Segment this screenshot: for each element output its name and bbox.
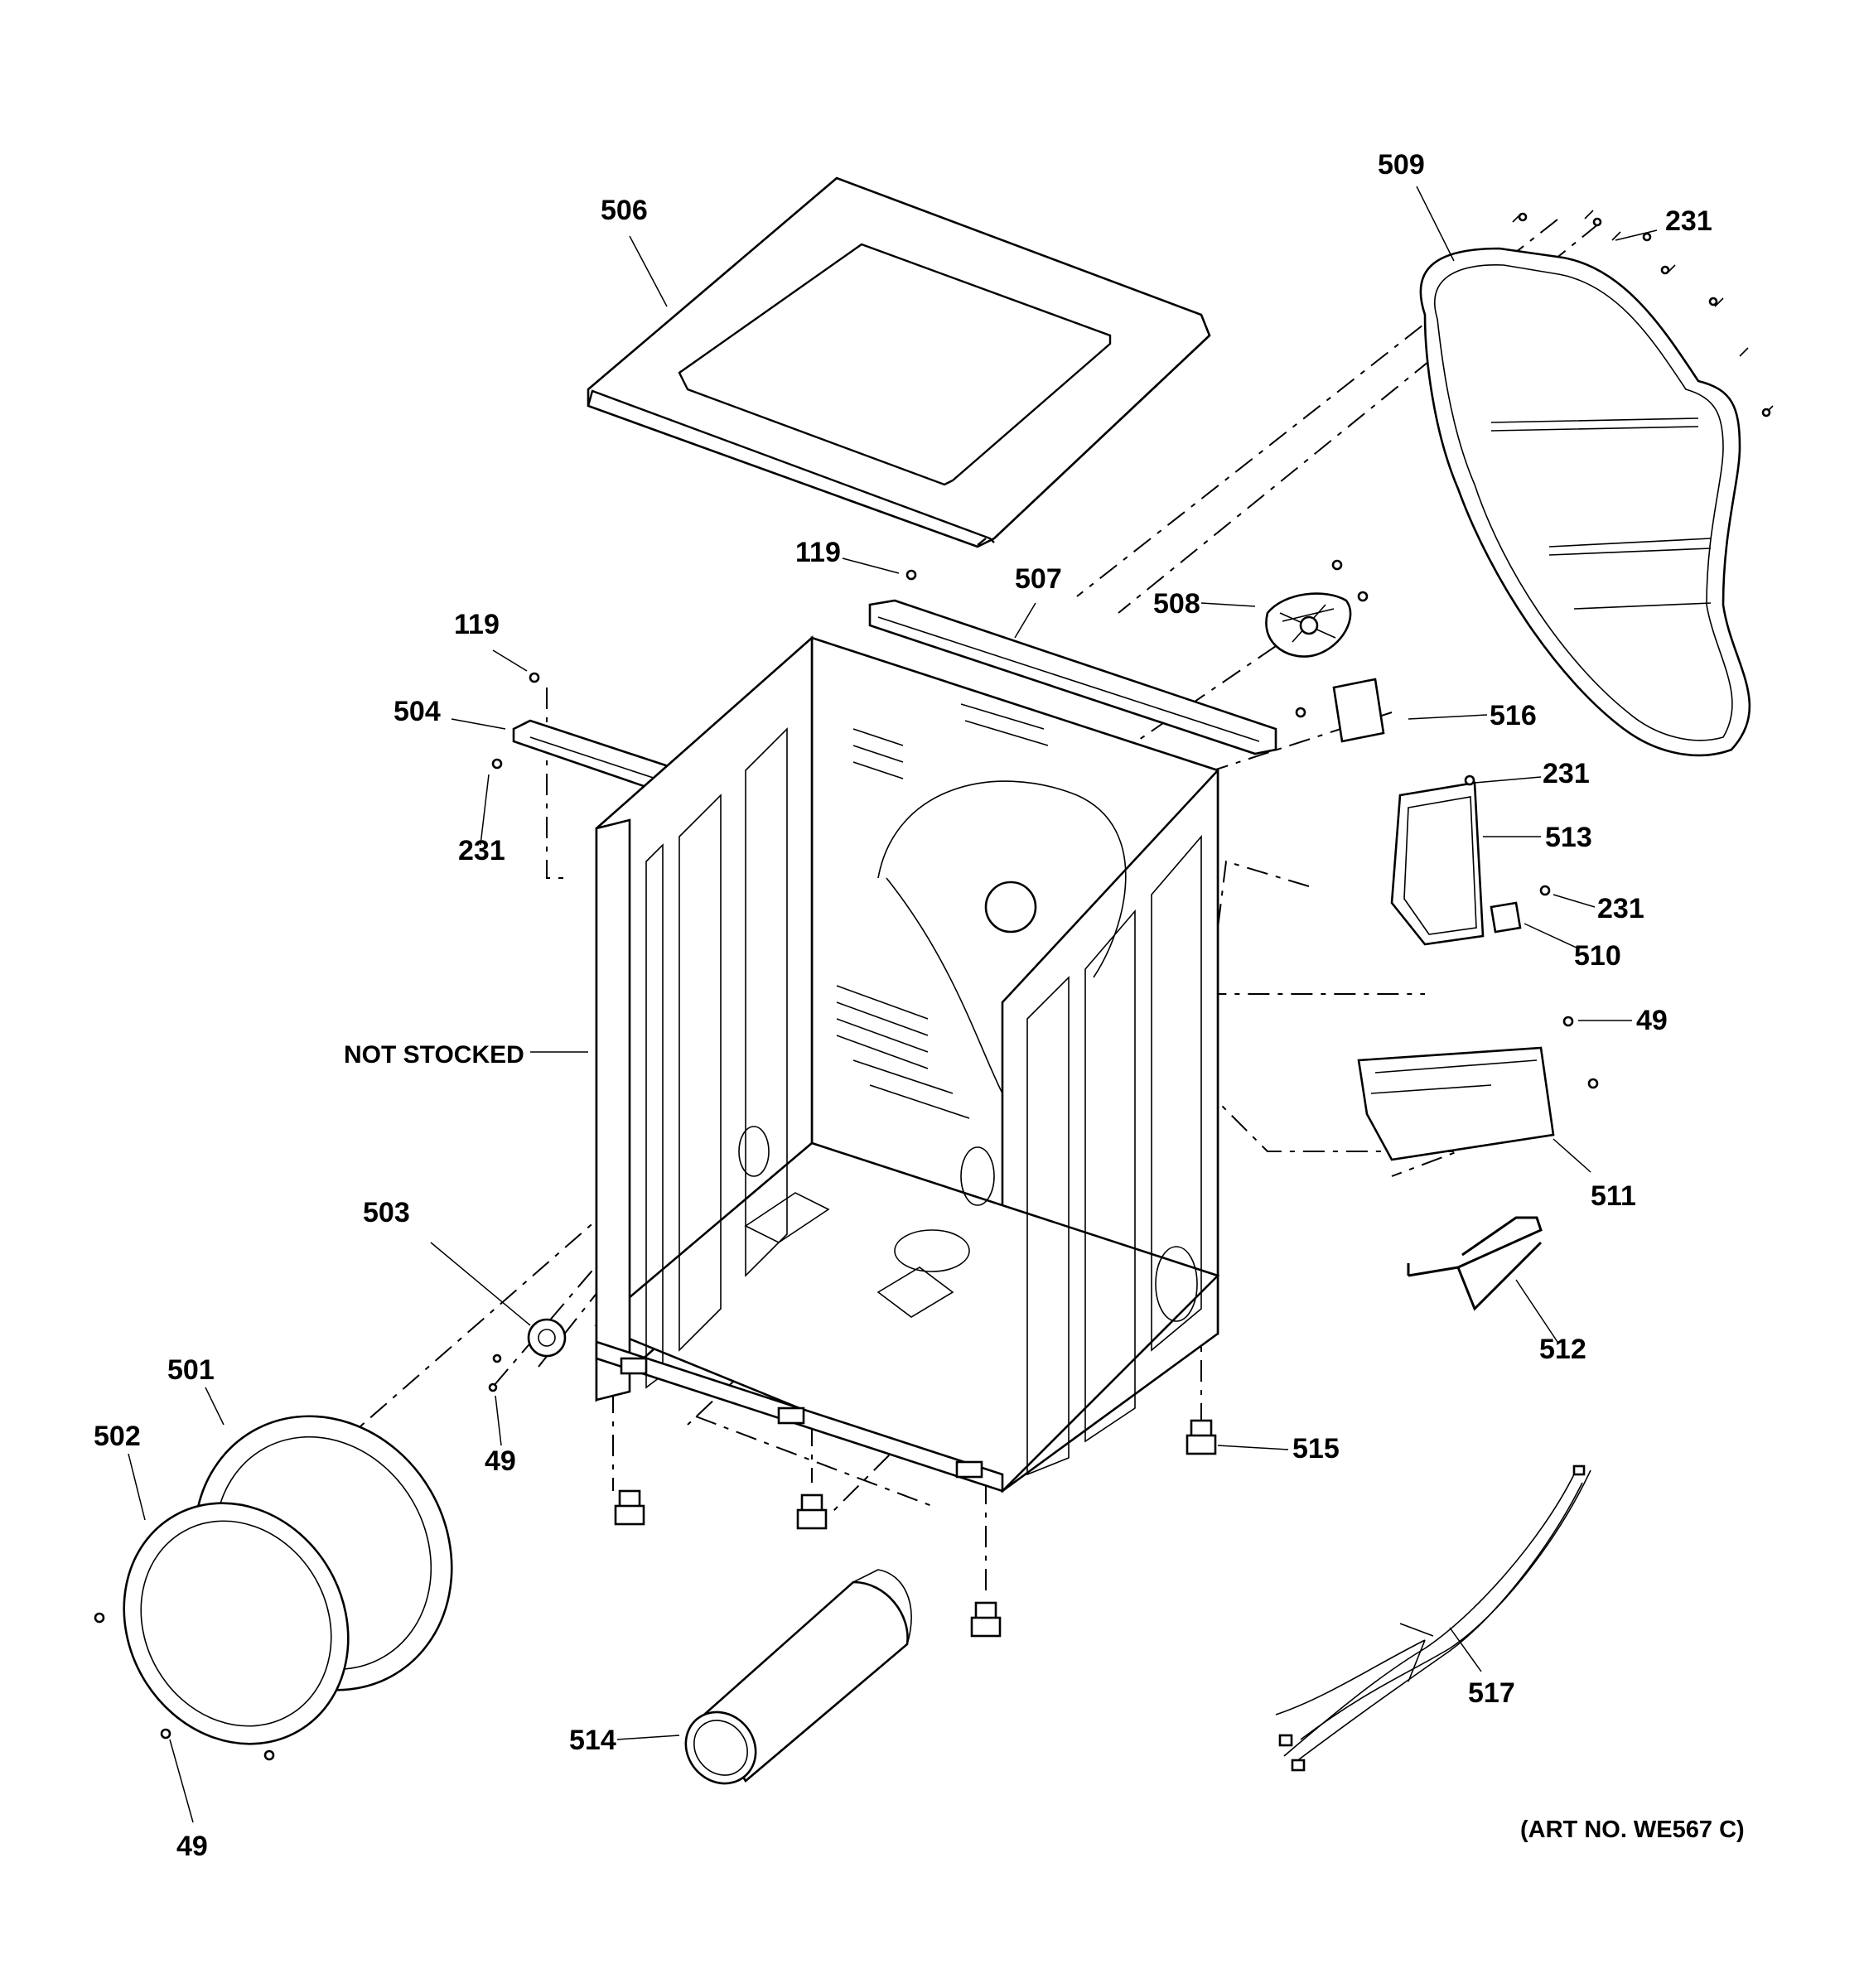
part-516-label bbox=[1332, 678, 1385, 743]
callout-514: 514 bbox=[569, 1725, 616, 1756]
callout-511: 511 bbox=[1591, 1180, 1636, 1212]
callout-not-stocked: NOT STOCKED bbox=[344, 1041, 524, 1069]
callout-49-511: 49 bbox=[1636, 1005, 1668, 1036]
callout-516: 516 bbox=[1490, 700, 1537, 731]
callout-509: 509 bbox=[1378, 149, 1425, 181]
callout-515: 515 bbox=[1292, 1433, 1340, 1464]
callout-labels: 506 509 231 119 507 508 119 504 516 231 … bbox=[94, 149, 1745, 1862]
part-512-wire-bracket bbox=[1407, 1216, 1543, 1311]
part-517-wire-harness bbox=[1275, 1464, 1591, 1772]
part-502-inner-ring bbox=[94, 1502, 350, 1761]
callout-506: 506 bbox=[601, 195, 648, 226]
callout-231-510: 231 bbox=[1597, 893, 1644, 924]
callout-507: 507 bbox=[1015, 563, 1062, 595]
art-number: (ART NO. WE567 C) bbox=[1520, 1817, 1745, 1843]
callout-501: 501 bbox=[167, 1354, 215, 1386]
part-510-bracket bbox=[1490, 885, 1551, 934]
part-514-duct bbox=[684, 1569, 912, 1785]
callout-49-bottom: 49 bbox=[176, 1831, 208, 1862]
callout-231-top: 231 bbox=[1665, 205, 1712, 237]
leader-lines bbox=[128, 186, 1658, 1823]
callout-231-left: 231 bbox=[458, 835, 505, 866]
part-503-bearing bbox=[488, 1318, 567, 1392]
callout-119-left: 119 bbox=[454, 609, 500, 640]
callout-119-top: 119 bbox=[795, 537, 841, 568]
part-511-housing bbox=[1357, 1016, 1599, 1161]
callout-510: 510 bbox=[1574, 940, 1621, 972]
part-509-rear-duct bbox=[1419, 247, 1751, 757]
callout-508: 508 bbox=[1153, 588, 1200, 620]
part-508-bearing-plate bbox=[1265, 559, 1369, 658]
callout-517: 517 bbox=[1468, 1677, 1515, 1709]
part-506-top-panel bbox=[587, 176, 1211, 548]
part-515-leveling-feet bbox=[614, 1419, 1217, 1638]
cabinet-body bbox=[594, 635, 1220, 1493]
callout-503: 503 bbox=[363, 1197, 410, 1228]
callout-512: 512 bbox=[1539, 1334, 1586, 1365]
callout-49-503: 49 bbox=[485, 1445, 516, 1477]
callout-231-513: 231 bbox=[1543, 758, 1590, 789]
callout-502: 502 bbox=[94, 1421, 141, 1452]
callout-504: 504 bbox=[394, 696, 441, 727]
screws-231-top bbox=[1512, 210, 1774, 417]
part-513-bracket bbox=[1390, 774, 1485, 946]
callout-513: 513 bbox=[1545, 822, 1592, 853]
part-507-rear-rail bbox=[868, 569, 1306, 755]
